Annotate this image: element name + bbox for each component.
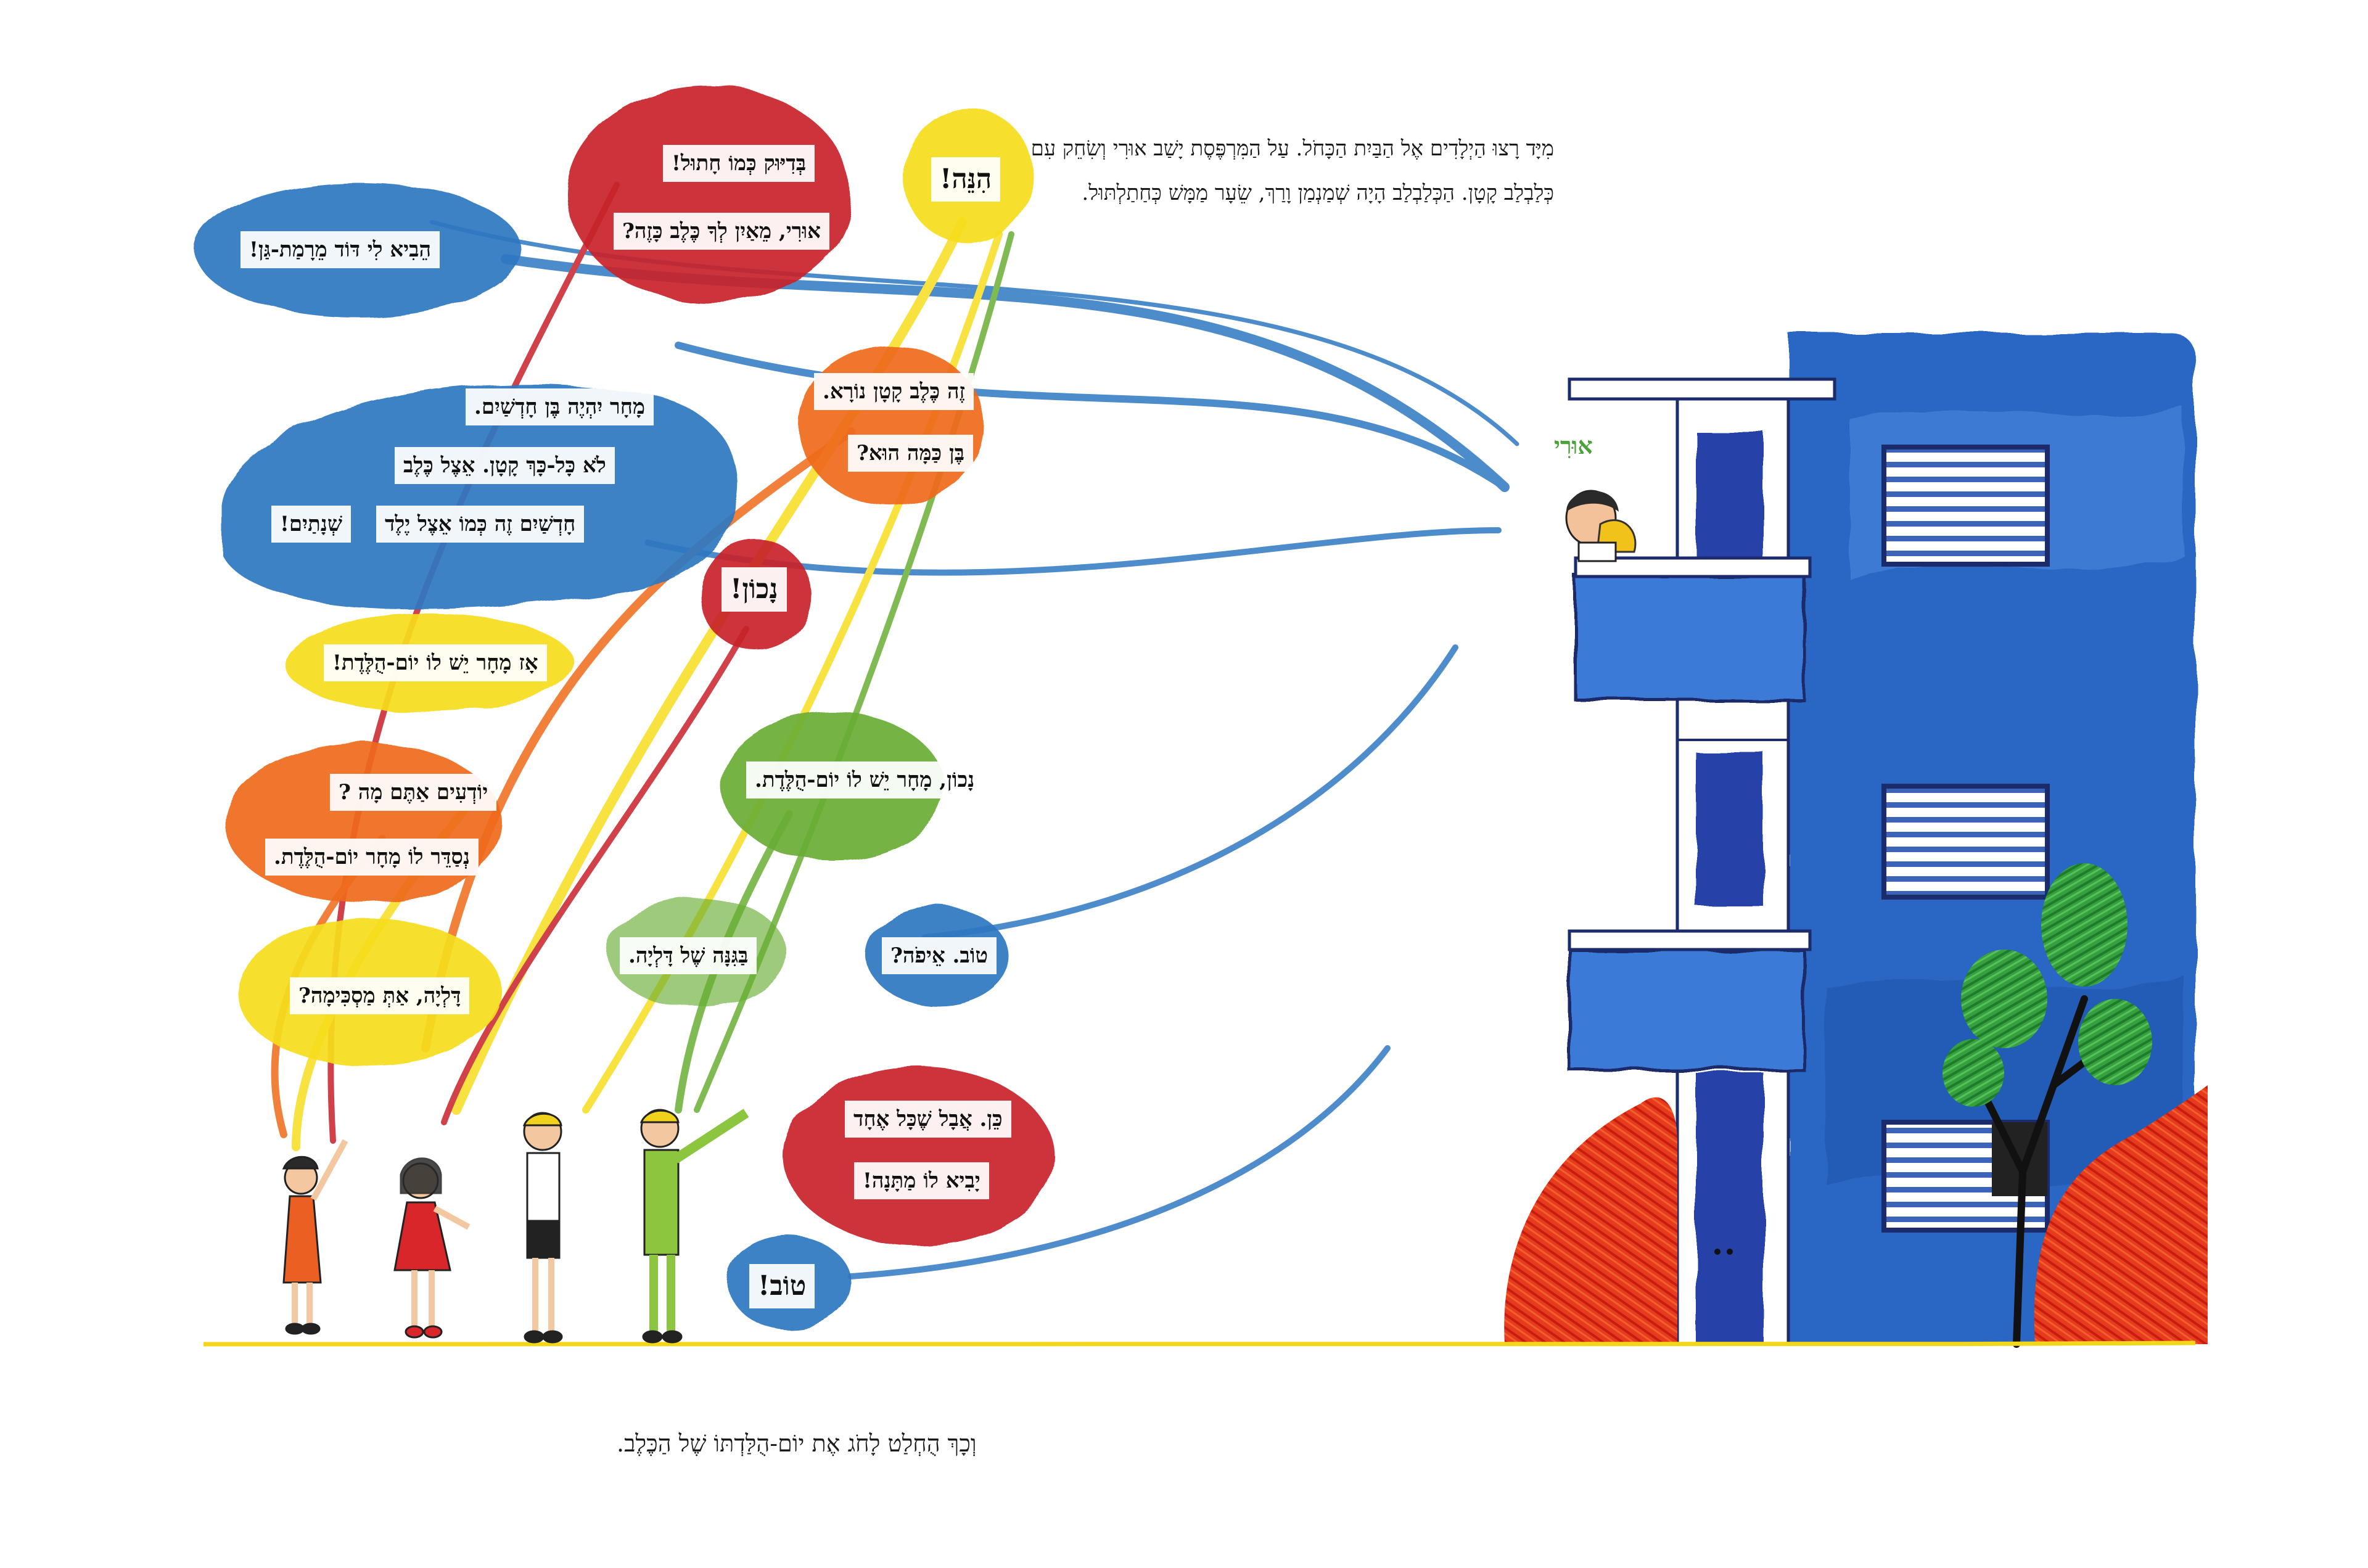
green-tree: [1942, 863, 2152, 1348]
bubble-text-dalia: דָּלְיָה, אַתְּ מַסְכִּימָה?: [290, 977, 470, 1014]
bubble-text-good: טוֹב!: [749, 1264, 815, 1308]
bubble-text-birthday: אָז מָחָר יֵשׁ לוֹ יוֹם-הֻלֶּדֶת!: [324, 644, 547, 681]
bubble-text-where-from: אוּרִי, מֵאַיִן לְךָ כֶּלֶב כָּזֶה?: [614, 213, 829, 250]
bubble-text-how-old: בֶּן כַּמָּה הוּא?: [848, 435, 974, 472]
bubble-text-tiny-dog: זֶה כֶּלֶב קָטָן נוֹרָא.: [814, 373, 974, 410]
character-name-uri: אוּרִי: [1554, 432, 1593, 459]
ground-line: [203, 1340, 2196, 1347]
bubble-text-here: הִנֵּה!: [931, 157, 1001, 202]
bubble-text-garden: בַּגִּנָּה שֶׁל דָּלְיָה.: [620, 937, 757, 974]
bubble-text-right-green: נָכוֹן, מָחָר יֵשׁ לוֹ יוֹם-הֻלֶּדֶת.: [746, 761, 984, 798]
bubble-yes-but: [783, 1067, 1054, 1246]
bubble-text-exactly: בְּדִיּוּק כְּמוֹ חָתוּל!: [663, 145, 815, 182]
bubble-months: [222, 384, 740, 609]
bubble-text-yes-but-1: כֵּן. אֲבָל שֶׁכָּל אֶחָד: [845, 1101, 1011, 1138]
bubble-text-uncle: הֵבִיא לִי דּוֹד מֵרָמַת-גַּן!: [240, 231, 440, 268]
narration-top-line-1: מִיָּד רָצוּ הַיְלָדִים אֶל הַבַּיִת הַכ…: [1030, 136, 1554, 161]
uri-figure: [1565, 490, 1637, 562]
bubble-text-good-where: טוֹב. אֵיפֹה?: [882, 937, 997, 974]
bubble-text-months-2: לֹא כָּל-כָּךְ קָטָן. אֵצֶל כֶּלֶב: [395, 447, 615, 484]
bubble-text-months-3b: שְׁנָתַיִם!: [271, 506, 351, 543]
children: [282, 1109, 749, 1344]
bubble-text-right-red: נָכוֹן!: [722, 567, 787, 612]
bubble-where-from: [567, 86, 851, 302]
bubble-text-months-1: מָחָר יִהְיֶה בֶּן חָדְשַׁיִם.: [466, 388, 654, 425]
red-bushes: [1504, 1085, 2208, 1344]
bubble-text-months-3: חָדְשַׁיִם זֶה כְּמוֹ אֵצֶל יֶלֶד: [376, 506, 585, 543]
speech-bubbles: [194, 86, 1054, 1329]
bubble-tiny-dog: [799, 345, 984, 506]
bubble-text-yes-but-2: יָבִיא לוֹ מַתָּנָה!: [854, 1162, 989, 1199]
narration-top-line-2: כְּלַבְלַב קָטָן. הַכְּלַבְלַב הָיָה שְׁ…: [1082, 181, 1554, 205]
bubble-text-arrange: נְסַדֵּר לוֹ מָחָר יוֹם-הֻלֶּדֶת.: [265, 839, 479, 876]
bubble-text-know-what: יוֹדְעִים אַתֶּם מָה ?: [330, 774, 497, 811]
blue-building: [1568, 333, 2195, 1346]
narration-bottom: וְכָךְ הֻחְלַט לָחֹג אֶת יוֹם-הֻלַּדְתּו…: [617, 1430, 977, 1457]
bubble-arrange: [225, 743, 503, 903]
